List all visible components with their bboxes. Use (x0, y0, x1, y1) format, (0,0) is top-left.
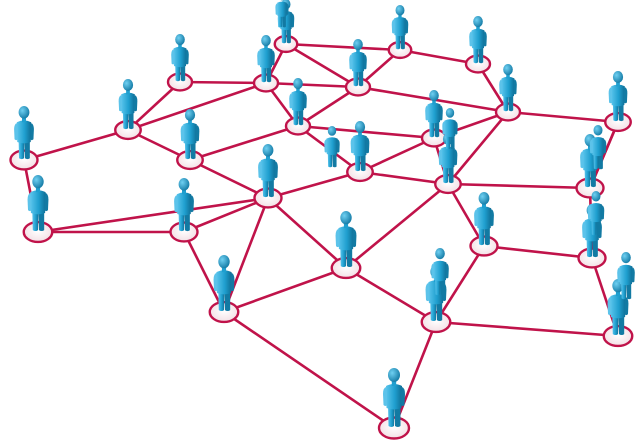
network-link (284, 42, 402, 52)
network-link (482, 244, 594, 260)
person-node (9, 106, 39, 171)
person-figure-icon (118, 79, 138, 130)
person-node (252, 35, 280, 93)
network-link (188, 158, 270, 200)
person-node (434, 133, 462, 195)
person-node (344, 39, 372, 97)
person-node (208, 255, 240, 324)
network-link (358, 170, 450, 186)
network-link (434, 320, 620, 338)
person-node (464, 15, 492, 74)
network-nodes (9, 0, 635, 440)
person-node (176, 109, 204, 171)
person-figure-icon (383, 368, 405, 427)
network-link (506, 110, 620, 124)
network-link (296, 85, 360, 128)
person-figure-icon (324, 126, 340, 168)
network-link (222, 196, 270, 314)
person-figure-icon (275, 0, 289, 28)
person-node (330, 211, 362, 280)
network-link (178, 80, 268, 85)
person-figure-icon (258, 144, 278, 198)
person-figure-icon (213, 255, 235, 312)
person-figure-icon (442, 108, 458, 150)
person-figure-icon (180, 109, 200, 160)
person-figure-icon (474, 192, 494, 246)
person-figure-icon (425, 90, 443, 138)
person-node (494, 64, 522, 122)
person-node (377, 368, 411, 440)
person-figure-icon (350, 121, 370, 172)
person-node (346, 121, 374, 183)
network-link (284, 42, 360, 89)
person-figure-icon (587, 191, 605, 236)
network-link (182, 230, 226, 314)
network-links (22, 42, 620, 430)
network-link (182, 196, 270, 234)
person-figure-icon (607, 279, 629, 336)
person-figure-icon (617, 252, 635, 300)
network-link (344, 182, 450, 270)
network-link (446, 182, 486, 248)
network-link (36, 196, 270, 234)
person-figure-icon (469, 15, 487, 64)
person-figure-icon (391, 5, 409, 50)
person-figure-icon (174, 178, 194, 232)
network-link (358, 136, 436, 174)
network-link (398, 48, 480, 66)
person-figure-icon (335, 211, 357, 268)
network-link (126, 80, 182, 132)
person-node (387, 5, 413, 60)
person-node (604, 71, 632, 133)
person-node (602, 279, 634, 348)
network-link (222, 266, 348, 314)
person-figure-icon (289, 78, 307, 126)
person-figure-icon (14, 106, 34, 160)
network-link (446, 182, 592, 190)
network-link (22, 128, 130, 162)
person-node (253, 144, 283, 209)
person-figure-icon (608, 71, 628, 122)
person-figure-icon (499, 64, 517, 112)
person-node (166, 34, 194, 92)
network-link (434, 244, 486, 324)
network-link (264, 81, 360, 89)
network-link (222, 310, 396, 430)
network-link (296, 124, 436, 140)
person-node (284, 78, 312, 136)
person-figure-icon (257, 35, 275, 83)
network-link (446, 110, 510, 186)
person-node (114, 79, 142, 141)
person-node (169, 178, 199, 243)
person-node (22, 175, 54, 244)
person-node (469, 192, 499, 257)
network-link (392, 320, 438, 430)
person-figure-icon (431, 248, 449, 296)
person-figure-icon (349, 39, 367, 87)
person-figure-icon (27, 175, 49, 232)
network-link (266, 170, 362, 200)
network-link (126, 81, 268, 132)
person-figure-icon (171, 34, 189, 82)
network-link (188, 124, 300, 162)
network-link (266, 196, 348, 270)
person-figure-icon (589, 125, 607, 170)
network-link (344, 266, 438, 324)
